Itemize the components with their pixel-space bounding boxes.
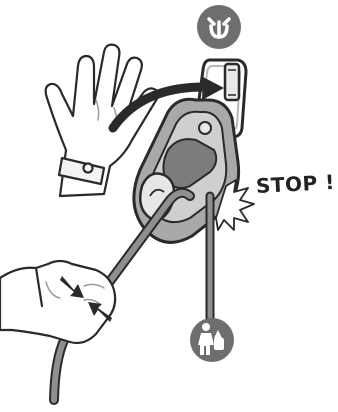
anchor-badge <box>197 5 241 49</box>
climber-badge <box>190 318 234 362</box>
gripping-hand <box>0 261 115 343</box>
stop-label: STOP ! <box>255 170 335 198</box>
anchor-icon <box>209 19 229 37</box>
